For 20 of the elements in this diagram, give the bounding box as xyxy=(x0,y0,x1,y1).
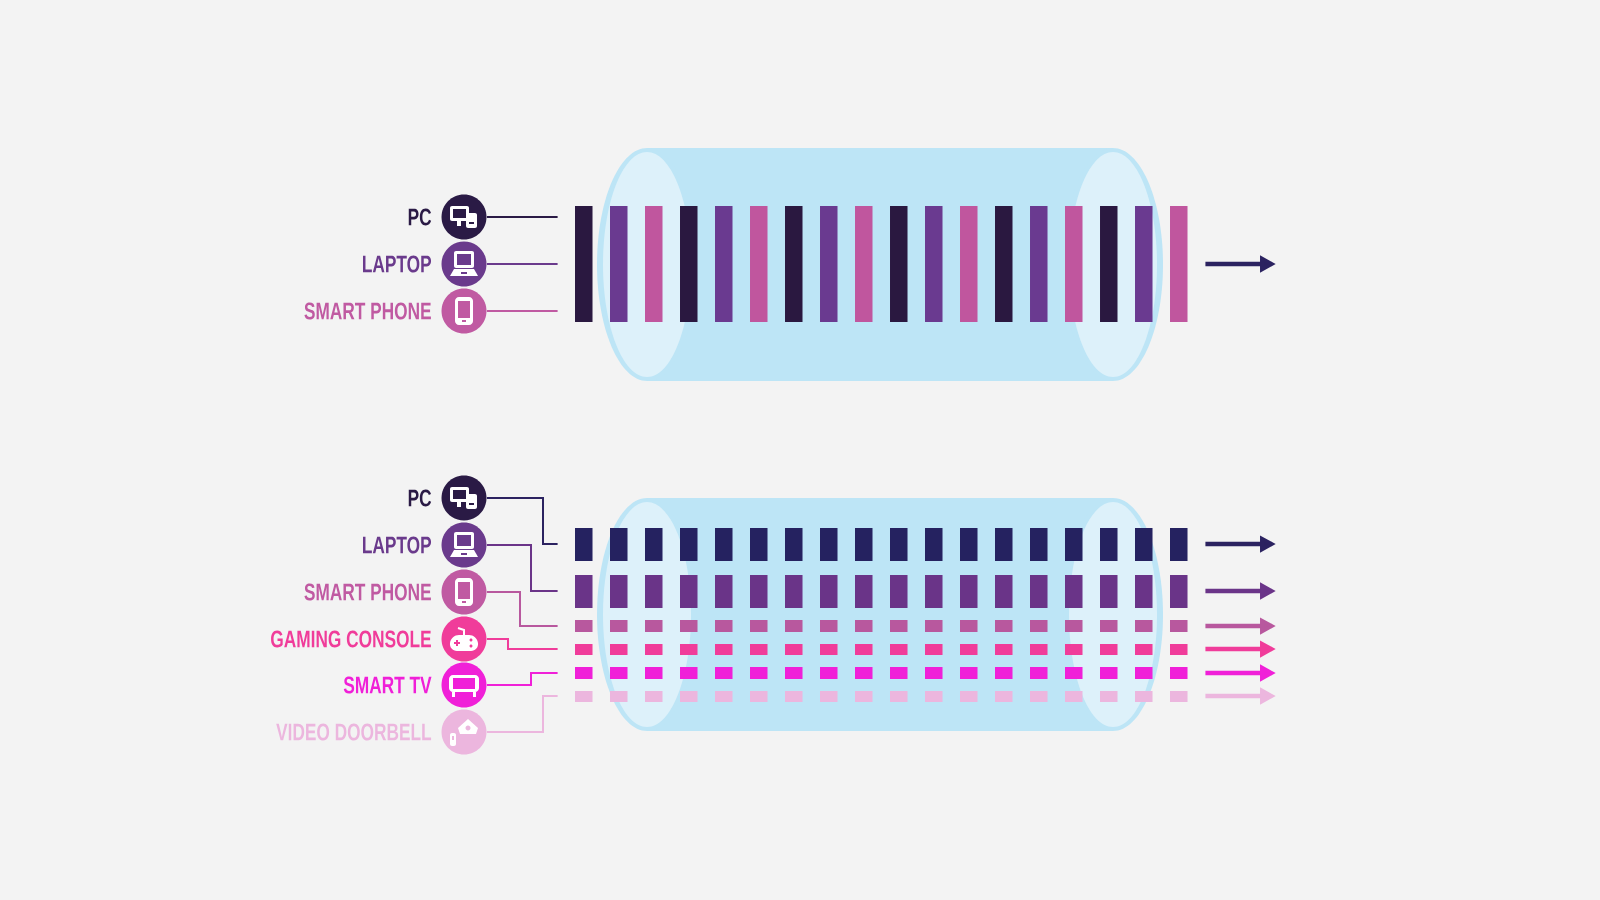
device-label: SMART PHONE xyxy=(304,583,431,601)
device-label: LAPTOP xyxy=(363,536,432,554)
connector-line xyxy=(485,672,559,686)
device-label: VIDEO DOORBELL xyxy=(276,723,432,741)
connector-line xyxy=(485,544,559,592)
data-stream-drawing xyxy=(575,498,1188,731)
device-label: GAMING CONSOLE xyxy=(271,630,431,648)
connector-line xyxy=(485,591,559,627)
connector-line xyxy=(485,216,559,218)
device-label: SMART TV xyxy=(343,676,432,694)
connector-line xyxy=(485,497,559,545)
connector-line xyxy=(485,310,559,312)
connector-line xyxy=(485,263,559,265)
data-stream-drawing xyxy=(575,148,1188,381)
device-label: LAPTOP xyxy=(363,255,432,273)
device-label: SMART PHONE xyxy=(304,302,431,320)
device-label: PC xyxy=(408,208,432,226)
connector-line xyxy=(485,695,559,733)
connector-line xyxy=(485,638,559,650)
device-label: PC xyxy=(408,489,432,507)
